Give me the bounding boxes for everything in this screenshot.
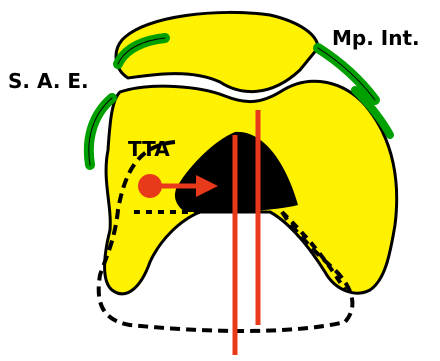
patella-shape — [116, 12, 318, 91]
label-sae: S. A. E. — [8, 69, 89, 93]
tta-point-marker — [138, 174, 162, 198]
label-mp-int: Mp. Int. — [332, 26, 420, 50]
label-tta: TTA — [128, 137, 170, 161]
